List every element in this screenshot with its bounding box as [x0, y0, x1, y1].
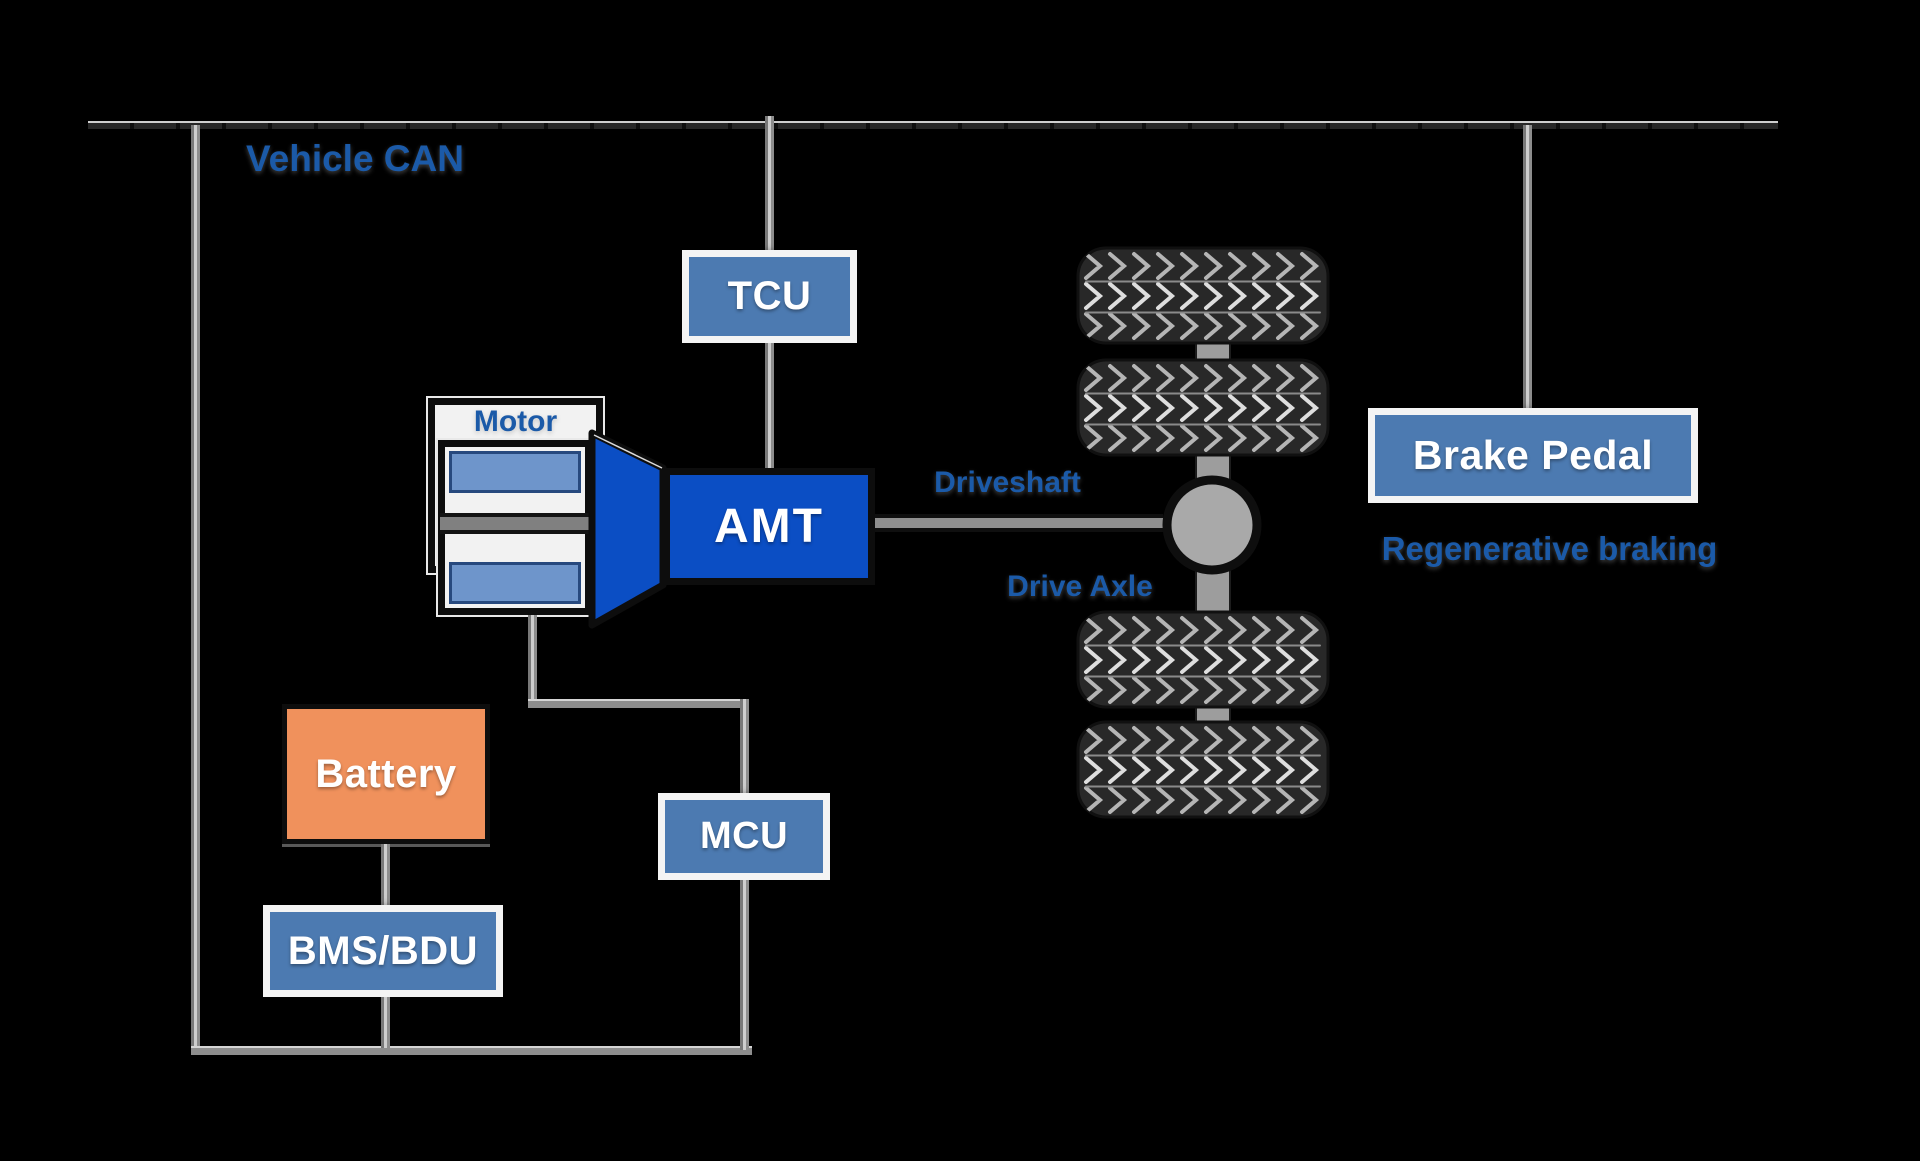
motor-amt-coupling-icon — [588, 429, 667, 629]
mcu-drop-line — [740, 699, 749, 793]
bms-to-bus-line — [381, 997, 390, 1048]
driveshaft-bar — [875, 514, 1163, 532]
motor-icon — [438, 440, 602, 615]
motor-shaft — [440, 513, 602, 534]
mcu-box: MCU — [658, 793, 830, 880]
wheel-rear-outer — [1078, 722, 1328, 817]
motor-winding-bottom — [449, 562, 581, 604]
can-left-branch-line — [191, 125, 200, 1054]
can-to-tcu-line — [765, 116, 774, 250]
motor-to-mcu-line-h — [528, 699, 749, 708]
amt-box: AMT — [663, 468, 875, 585]
drive-axle-wheels-icon — [1068, 240, 1348, 820]
drive-axle-label: Drive Axle — [1007, 570, 1153, 603]
can-to-brake-line — [1523, 125, 1532, 408]
bms-bdu-box: BMS/BDU — [263, 905, 503, 997]
can-bottom-bus-line — [191, 1046, 752, 1055]
brake-pedal-box: Brake Pedal — [1368, 408, 1698, 503]
battery-to-bms-line — [381, 844, 390, 905]
wheel-rear-inner — [1078, 612, 1328, 707]
differential-icon — [1162, 475, 1262, 575]
wheel-front-outer — [1078, 248, 1328, 343]
vehicle-can-label: Vehicle CAN — [246, 138, 464, 179]
vehicle-can-bus-line — [88, 121, 1778, 129]
motor-winding-top — [449, 451, 581, 493]
tcu-to-amt-line — [765, 343, 774, 468]
motor-to-mcu-line-v — [528, 615, 537, 706]
battery-box: Battery — [282, 704, 490, 844]
tcu-box: TCU — [682, 250, 857, 343]
regenerative-braking-label: Regenerative braking — [1381, 530, 1718, 567]
mcu-to-bus-line — [740, 880, 749, 1050]
driveshaft-label: Driveshaft — [934, 466, 1081, 499]
wheel-front-inner — [1078, 360, 1328, 455]
